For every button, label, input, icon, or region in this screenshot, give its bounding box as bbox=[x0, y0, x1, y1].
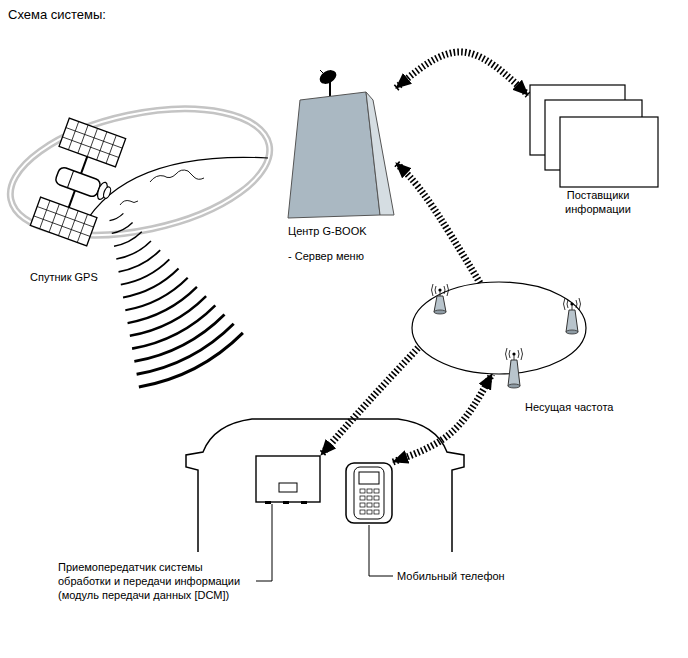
leader-line bbox=[369, 525, 393, 576]
carrier-network-shape bbox=[410, 280, 588, 380]
signal-wave bbox=[134, 315, 224, 362]
signal-wave bbox=[128, 287, 197, 323]
dcm-module-shape bbox=[255, 455, 321, 503]
signal-wave bbox=[110, 213, 124, 220]
globe bbox=[0, 88, 281, 256]
node-label: Несущая частота bbox=[525, 400, 613, 414]
car-outline bbox=[186, 419, 464, 552]
information-providers: Поставщики информации bbox=[528, 83, 660, 187]
signal-wave bbox=[112, 223, 133, 234]
information-providers-shape bbox=[528, 83, 660, 187]
signal-wave bbox=[119, 250, 161, 272]
wireless-link bbox=[396, 163, 480, 283]
diagram-title: Схема системы: bbox=[8, 7, 106, 23]
node-label: Мобильный телефон bbox=[397, 569, 505, 583]
node-label: Поставщики информации bbox=[558, 188, 638, 216]
node-label: - Сервер меню bbox=[288, 249, 364, 263]
node-label: Приемопередатчик системы обработки и пер… bbox=[58, 560, 242, 602]
g-book-center-shape bbox=[286, 68, 396, 220]
gps-satellite: Спутник GPS bbox=[8, 128, 140, 216]
signal-wave bbox=[116, 241, 151, 259]
wireless-link bbox=[321, 348, 418, 455]
node-label: Спутник GPS bbox=[30, 270, 98, 284]
signal-wave bbox=[139, 333, 243, 387]
gps-signal-waves bbox=[110, 213, 243, 387]
node-label: Центр G-BOOK bbox=[288, 224, 367, 238]
signal-wave bbox=[121, 259, 170, 284]
wireless-link bbox=[393, 374, 492, 462]
signal-wave bbox=[132, 305, 215, 348]
mobile-phone-shape bbox=[345, 462, 393, 524]
wireless-link bbox=[396, 52, 528, 95]
leader-line bbox=[256, 504, 272, 581]
signal-wave bbox=[137, 324, 234, 375]
carrier-network: Несущая частота bbox=[410, 280, 588, 380]
signal-wave bbox=[125, 278, 187, 310]
signal-wave bbox=[130, 296, 206, 336]
gps-satellite-shape bbox=[8, 128, 140, 216]
signal-wave bbox=[114, 232, 142, 246]
mobile-phone: Мобильный телефон bbox=[345, 462, 393, 524]
dcm-module: Приемопередатчик системы обработки и пер… bbox=[255, 455, 321, 503]
g-book-center: Центр G-BOOK- Сервер меню bbox=[286, 68, 396, 220]
